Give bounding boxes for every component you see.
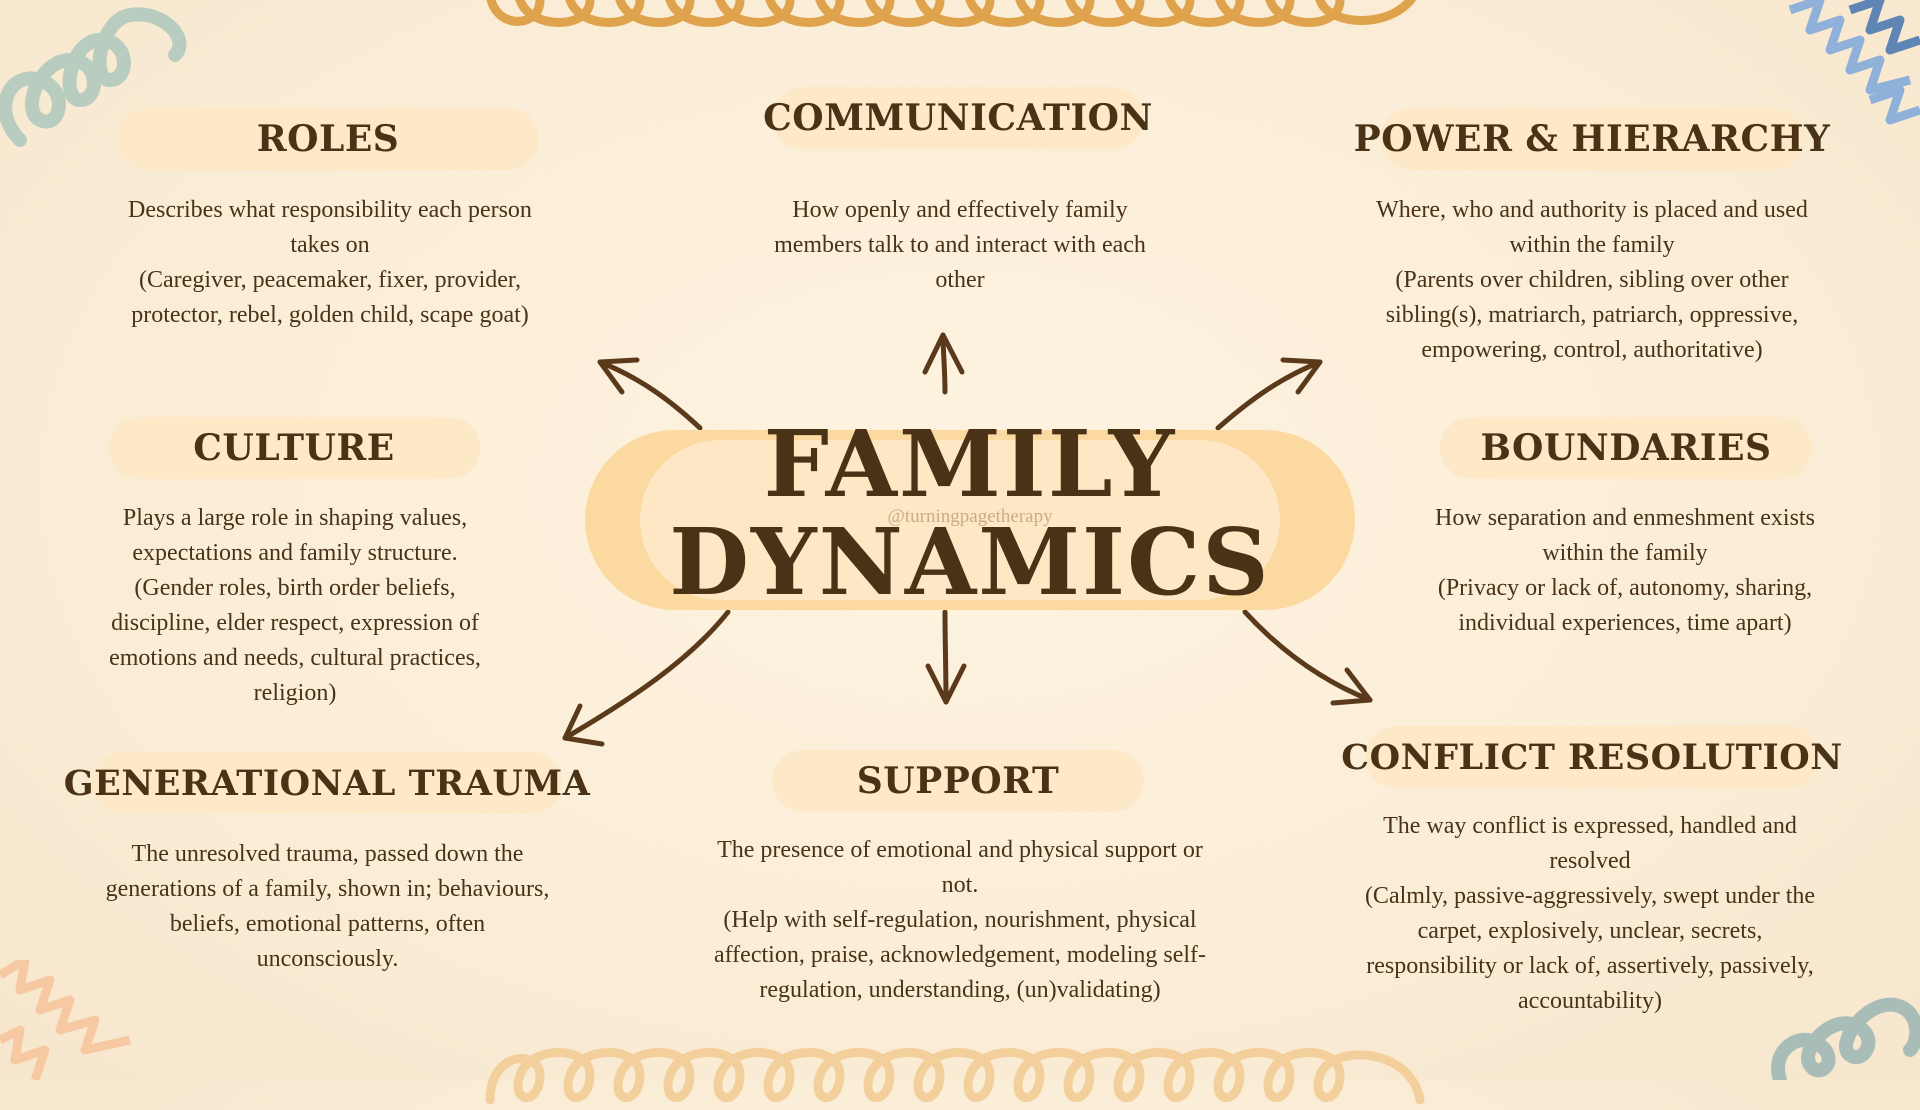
desc-line: accountability) [1300,984,1880,1019]
desc-line: emotions and needs, cultural practices, [40,641,550,676]
desc-line: Where, who and authority is placed and u… [1300,193,1884,228]
desc-line: carpet, explosively, unclear, secrets, [1300,914,1880,949]
arrow-support [945,612,946,702]
desc-line: (Calmly, passive-aggressively, swept und… [1300,879,1880,914]
desc-line: empowering, control, authoritative) [1300,333,1884,368]
desc-roles: Describes what responsibility each perso… [40,193,620,333]
desc-communication: How openly and effectively family member… [690,193,1230,298]
desc-line: Describes what responsibility each perso… [40,193,620,228]
desc-line: Plays a large role in shaping values, [40,501,550,536]
desc-line: unconsciously. [40,942,615,977]
heading-culture: CULTURE [108,417,480,479]
heading-conflict-resolution: CONFLICT RESOLUTION [1365,726,1819,788]
desc-culture: Plays a large role in shaping values, ex… [40,501,550,711]
arrow-trauma [565,612,728,738]
heading-generational-trauma: GENERATIONAL TRAUMA [92,752,562,814]
desc-line: takes on [40,228,620,263]
desc-line: members talk to and interact with each [690,228,1230,263]
desc-line: protector, rebel, golden child, scape go… [40,298,620,333]
desc-line: The way conflict is expressed, handled a… [1300,809,1880,844]
desc-line: beliefs, emotional patterns, often [40,907,615,942]
desc-line: (Gender roles, birth order beliefs, [40,571,550,606]
desc-line: (Caregiver, peacemaker, fixer, provider, [40,263,620,298]
desc-line: other [690,263,1230,298]
desc-line: resolved [1300,844,1880,879]
desc-conflict-resolution: The way conflict is expressed, handled a… [1300,809,1880,1019]
desc-power-hierarchy: Where, who and authority is placed and u… [1300,193,1884,368]
desc-line: How separation and enmeshment exists [1360,501,1890,536]
heading-roles: ROLES [117,108,539,170]
desc-line: religion) [40,676,550,711]
desc-boundaries: How separation and enmeshment exists wit… [1360,501,1890,641]
desc-line: within the family [1300,228,1884,263]
desc-line: (Help with self-regulation, nourishment,… [630,903,1290,938]
desc-line: regulation, understanding, (un)validatin… [630,973,1290,1008]
desc-line: not. [630,868,1290,903]
desc-support: The presence of emotional and physical s… [630,833,1290,1008]
heading-power-hierarchy: POWER & HIERARCHY [1380,108,1804,170]
desc-line: The presence of emotional and physical s… [630,833,1290,868]
heading-boundaries: BOUNDARIES [1440,417,1812,479]
desc-line: individual experiences, time apart) [1360,606,1890,641]
desc-line: expectations and family structure. [40,536,550,571]
arrow-conflict [1245,612,1370,700]
desc-line: generations of a family, shown in; behav… [40,872,615,907]
heading-communication: COMMUNICATION [772,87,1144,149]
desc-generational-trauma: The unresolved trauma, passed down the g… [40,837,615,977]
desc-line: discipline, elder respect, expression of [40,606,550,641]
desc-line: within the family [1360,536,1890,571]
heading-support: SUPPORT [772,750,1144,812]
desc-line: responsibility or lack of, assertively, … [1300,949,1880,984]
desc-line: The unresolved trauma, passed down the [40,837,615,872]
desc-line: (Parents over children, sibling over oth… [1300,263,1884,298]
title-line-1: FAMILY [585,414,1355,514]
desc-line: (Privacy or lack of, autonomy, sharing, [1360,571,1890,606]
desc-line: affection, praise, acknowledgement, mode… [630,938,1290,973]
handle-watermark: @turningpagetherapy [585,506,1355,528]
desc-line: How openly and effectively family [690,193,1230,228]
desc-line: sibling(s), matriarch, patriarch, oppres… [1300,298,1884,333]
